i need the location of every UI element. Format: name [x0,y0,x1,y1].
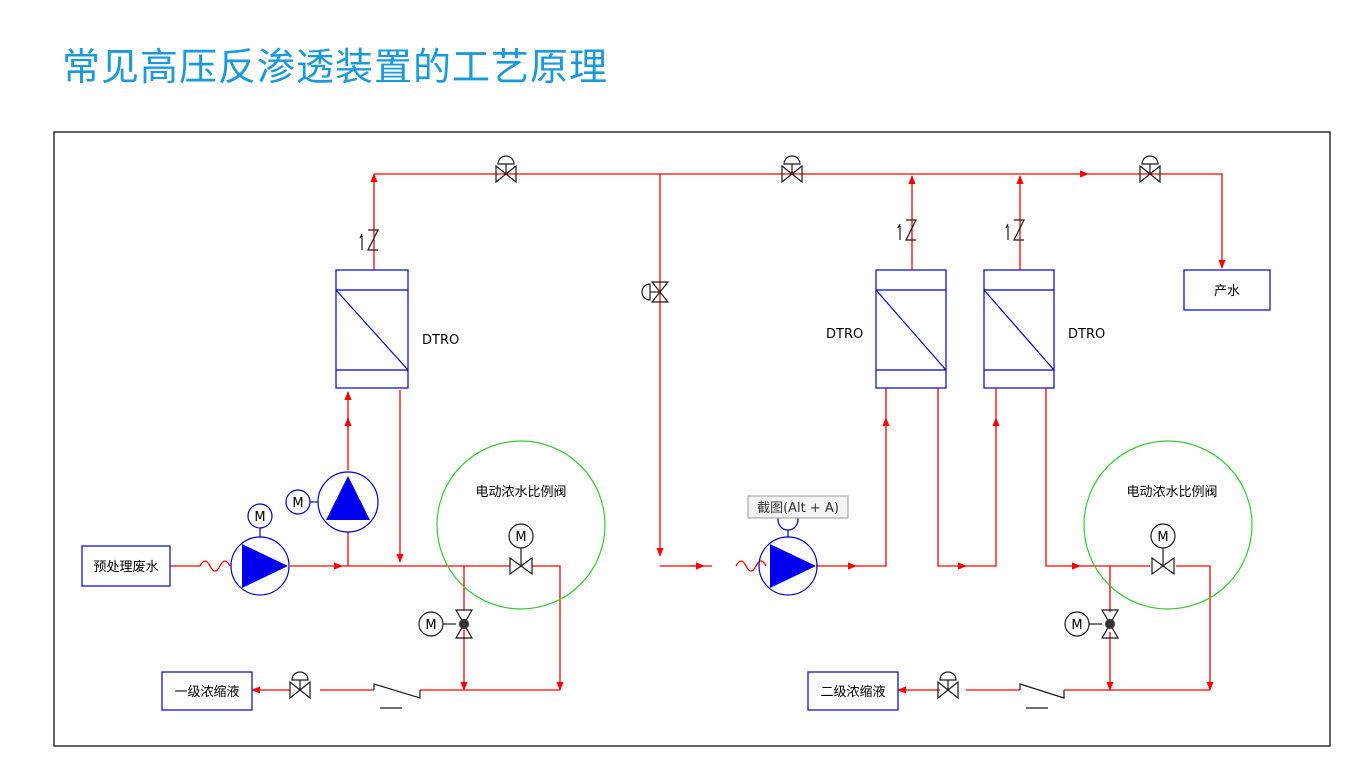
motor-symbol: M [515,530,526,545]
motorized-valve-4[interactable]: M [1064,609,1120,639]
feed-pump[interactable]: M [230,503,290,596]
motorized-valve-3[interactable]: M [1150,523,1176,576]
valve-group-circle-1 [436,440,606,610]
motor-symbol: M [1071,618,1082,633]
valve-group-label-2: 电动浓水比例阀 [1126,485,1217,500]
concentrate-valve-1[interactable] [289,671,311,700]
page-title: 常见高压反渗透装置的工艺原理 [62,45,609,89]
screenshot-tooltip: 截图(Alt + A) [747,495,849,519]
motor-symbol: M [425,618,436,633]
tooltip-text: 截图(Alt + A) [757,501,839,516]
concentrate-box-2: 二级浓缩液 [807,671,899,711]
product-box: 产水 [1183,269,1271,311]
bypass-valve[interactable] [641,281,670,303]
check-valve-2 [897,219,917,241]
valve-group-circle-2 [1083,440,1253,610]
dtro-label-2: DTRO [826,327,863,342]
motor-symbol: M [254,510,265,525]
check-valve-bottom-2 [1019,683,1065,709]
feed-box: 预处理废水 [81,545,171,587]
header-valve-1[interactable] [495,155,517,184]
high-pressure-pump-2[interactable] [758,509,818,596]
check-valve-bottom-1 [373,683,421,709]
product-label: 产水 [1214,284,1240,299]
pipelines [170,170,1226,694]
motorized-valve-1[interactable]: M [508,523,534,576]
feed-label: 预处理废水 [93,559,158,575]
check-valve-3 [1005,219,1025,241]
dtro-label-1: DTRO [422,333,459,348]
concentrate-valve-2[interactable] [937,671,959,700]
motor-symbol: M [292,496,303,511]
dtro-membrane-1 [335,269,409,389]
check-valve-1 [359,229,379,251]
valve-group-label-1: 电动浓水比例阀 [475,485,566,500]
booster-pump-1[interactable]: M [285,471,379,533]
dtro-label-3: DTRO [1068,327,1105,342]
motor-symbol: M [1157,530,1168,545]
product-valve[interactable] [1139,155,1161,184]
drawing-frame [53,131,1331,747]
concentrate-label-2: 二级浓缩液 [820,684,885,700]
concentrate-box-1: 一级浓缩液 [161,671,253,711]
dtro-membrane-3 [983,269,1055,389]
motorized-valve-2[interactable]: M [418,609,474,639]
dtro-membrane-2 [875,269,947,389]
concentrate-label-1: 一级浓缩液 [174,684,239,700]
header-valve-2[interactable] [781,155,803,184]
